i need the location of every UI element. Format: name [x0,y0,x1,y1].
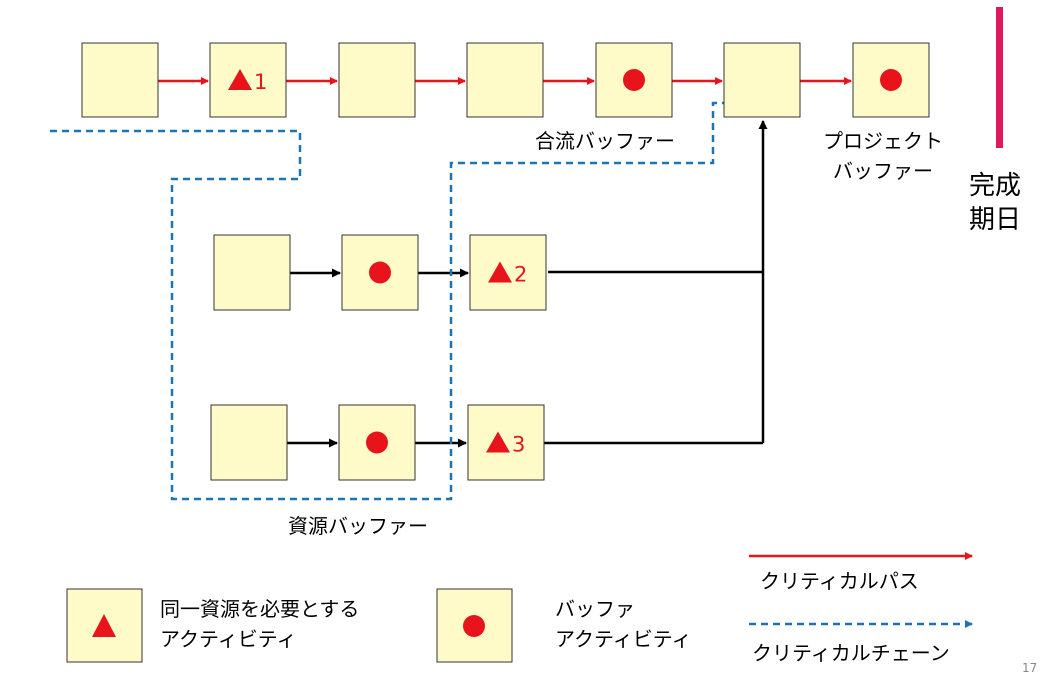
task-number-label: 2 [514,263,527,287]
circle-icon [463,615,485,637]
task-box [213,234,291,311]
task-box [852,42,930,118]
task-box [723,42,801,118]
resource-triangle-icon [228,69,252,90]
project-buffer-label-line1: プロジェクト [823,129,943,153]
task-box [595,42,673,118]
legend: 同一資源を必要とする アクティビティ バッファ アクティビティ クリティカルパス… [66,552,973,665]
buffer-circle-icon [366,431,388,454]
project-buffer-label-line2: バッファー [833,159,933,183]
buffer-circle-icon [369,261,391,284]
task-box [338,404,416,481]
task-box: 1 [209,42,287,118]
task-box-rect [469,234,547,311]
task-box-rect [213,234,291,311]
legend-buffer-line1: バッファ [555,597,635,621]
task-box-rect [338,42,416,118]
top-task-row: 1 [81,42,930,118]
task-box [210,404,288,481]
task-box: 3 [467,404,545,481]
resource-triangle-icon [486,431,510,453]
buffer-circle-icon [623,69,645,91]
legend-same-resource-line1: 同一資源を必要とする [160,597,359,621]
task-box-rect [210,404,288,481]
middle-task-row: 2 [213,234,547,311]
task-box [341,234,419,311]
task-box-rect [81,42,159,118]
triangle-icon [92,614,116,637]
deadline-label-line2: 期日 [969,205,1021,235]
task-number-label: 1 [254,70,267,94]
deadline-label-line1: 完成 [969,171,1021,201]
bottom-task-row: 3 [210,404,545,481]
feeder-arrows [287,120,768,448]
task-box [338,42,416,118]
task-box-rect [466,42,544,118]
resource-buffer-label: 資源バッファー [288,514,428,538]
legend-buffer-line2: アクティビティ [555,627,692,651]
task-box [466,42,544,118]
buffer-circle-icon [880,69,902,91]
resource-triangle-icon [488,261,512,283]
task-box: 2 [469,234,547,311]
legend-critical-path-label: クリティカルパス [760,569,919,593]
task-number-label: 3 [512,433,525,457]
merge-buffer-label: 合流バッファー [535,129,675,153]
legend-same-resource-line2: アクティビティ [160,627,297,651]
task-box-rect [723,42,801,118]
task-box-rect [209,42,287,118]
legend-critical-chain-label: クリティカルチェーン [752,641,950,665]
deadline-bar [996,7,1003,148]
task-box [81,42,159,118]
page-number: 17 [1022,661,1037,675]
task-box-rect [467,404,545,481]
